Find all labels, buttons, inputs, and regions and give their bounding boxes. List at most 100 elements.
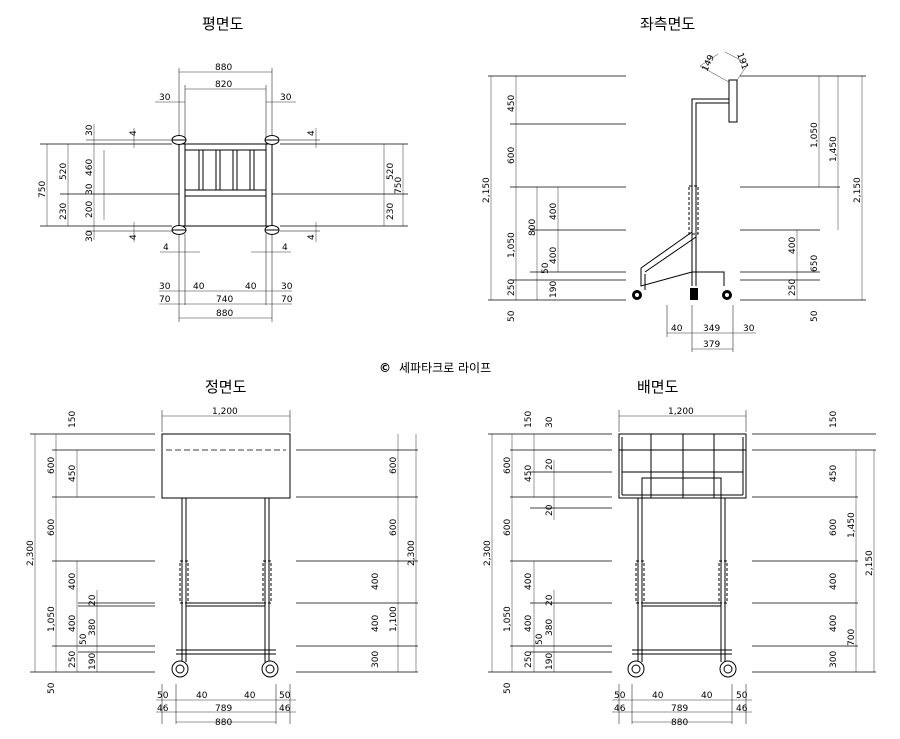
side-dim-bottom-30: 30: [743, 324, 755, 334]
back-dim-bottom-46b: 46: [736, 704, 748, 714]
plan-dim-left-30a: 30: [85, 124, 95, 136]
back-dim-right-700: 700: [847, 629, 857, 646]
plan-dim-right-520: 520: [386, 163, 396, 180]
front-dim-left-2300: 2,300: [26, 540, 36, 566]
front-dim-left-600a: 600: [47, 457, 57, 474]
plan-dim-top-820: 820: [215, 80, 232, 90]
side-dim-left-600: 600: [507, 147, 517, 164]
back-dim-right-400b: 400: [829, 615, 839, 632]
copyright-icon: ©: [379, 361, 391, 375]
front-dim-bottom-46b: 46: [279, 704, 291, 714]
side-dim-right-250: 250: [788, 279, 798, 296]
plan-dim-left-520: 520: [59, 163, 69, 180]
back-dim-bottom-880: 880: [671, 718, 688, 728]
side-dim-left-50a: 50: [541, 262, 551, 274]
back-dim-left-1050: 1,050: [503, 606, 513, 632]
front-dim-bottom-789: 789: [215, 704, 232, 714]
side-dim-left-250: 250: [507, 279, 517, 296]
back-dim-right-1450: 1,450: [847, 512, 857, 538]
back-dim-left-50a: 50: [535, 633, 545, 645]
plan-dim-left-30b: 30: [85, 183, 95, 195]
front-dim-left-250: 250: [68, 651, 78, 668]
back-dim-right-300: 300: [829, 651, 839, 668]
plan-dim-left-200: 200: [85, 201, 95, 218]
plan-dim-bottom-40b: 40: [245, 282, 257, 292]
front-dim-bottom-880: 880: [215, 718, 232, 728]
front-dim-left-400b: 400: [68, 615, 78, 632]
back-dim-bottom-46a: 46: [614, 704, 626, 714]
plan-dim-left-460: 460: [85, 159, 95, 176]
back-dim-left-450: 450: [524, 465, 534, 482]
plan-dim-left-230: 230: [59, 203, 69, 220]
side-dim-left-1050: 1,050: [507, 232, 517, 258]
front-dim-left-450: 450: [68, 465, 78, 482]
plan-dim-bottom-40a: 40: [193, 282, 205, 292]
back-dim-right-400a: 400: [829, 573, 839, 590]
title-plan-view: 평면도: [202, 15, 244, 33]
back-dim-top-1200: 1,200: [668, 407, 694, 417]
plan-dim-top-880: 880: [215, 63, 232, 73]
front-dim-right-600b: 600: [389, 519, 399, 536]
front-dim-bottom-46a: 46: [157, 704, 169, 714]
back-dim-left-20c: 20: [545, 594, 555, 606]
back-dim-bottom-50a: 50: [614, 691, 626, 701]
plan-dim-left-30c: 30: [85, 230, 95, 242]
back-dim-left-400a: 400: [524, 573, 534, 590]
back-dim-left-50b: 50: [503, 682, 513, 694]
back-dim-left-190: 190: [545, 653, 555, 670]
back-dim-left-600a: 600: [503, 457, 513, 474]
back-dim-right-450: 450: [829, 465, 839, 482]
back-dim-bottom-40b: 40: [701, 691, 713, 701]
back-dim-left-400b: 400: [524, 615, 534, 632]
front-dim-right-400a: 400: [371, 573, 381, 590]
title-back-view: 배면도: [637, 378, 679, 396]
back-dim-left-30: 30: [545, 416, 555, 428]
back-dim-left-150: 150: [524, 411, 534, 428]
side-dim-right-1450: 1,450: [829, 136, 839, 162]
side-dim-left-2150: 2,150: [482, 177, 492, 203]
caption-text: 세파타크로 라이프: [399, 361, 491, 375]
plan-dim-bottom-30a: 30: [159, 282, 171, 292]
plan-view: 880 820 30 30 750 520 230 30 460 30 200 …: [38, 63, 408, 322]
front-dim-bottom-50b: 50: [279, 691, 291, 701]
plan-dim-small-4b: 4: [129, 234, 139, 240]
front-dim-right-2300: 2,300: [407, 540, 417, 566]
front-dim-left-190: 190: [88, 653, 98, 670]
back-dim-left-600b: 600: [503, 519, 513, 536]
side-dim-left-190: 190: [549, 281, 559, 298]
front-dim-left-50b: 50: [47, 682, 57, 694]
plan-dim-left-750: 750: [38, 181, 48, 198]
back-view: 1,200 150 30 600 450 20 20 600 2,300 400…: [483, 407, 876, 728]
plan-dim-bottom-880: 880: [216, 309, 233, 319]
side-dim-right-1050: 1,050: [810, 122, 820, 148]
side-dim-top-191: 191: [734, 52, 749, 72]
left-side-view: 149 191 2,150 450 600 1,050 800 400 400 …: [482, 52, 866, 352]
plan-dim-bottom-70b: 70: [281, 295, 293, 305]
plan-dim-right-750: 750: [394, 177, 404, 194]
plan-dim-small-4c: 4: [307, 130, 317, 136]
back-dim-left-20b: 20: [545, 504, 555, 516]
back-dim-left-20a: 20: [545, 458, 555, 470]
back-dim-right-150: 150: [829, 411, 839, 428]
plan-dim-right-230: 230: [386, 203, 396, 220]
side-dim-left-400b: 400: [549, 247, 559, 264]
back-dim-left-380: 380: [545, 619, 555, 636]
side-dim-bottom-379: 379: [703, 340, 720, 350]
plan-dim-small-4d: 4: [307, 234, 317, 240]
front-dim-left-380: 380: [88, 619, 98, 636]
side-dim-bottom-40: 40: [671, 324, 683, 334]
front-dim-left-400a: 400: [68, 573, 78, 590]
plan-dim-top-30a: 30: [159, 93, 171, 103]
front-dim-left-600b: 600: [47, 519, 57, 536]
back-dim-bottom-789: 789: [671, 704, 688, 714]
back-dim-bottom-40a: 40: [652, 691, 664, 701]
front-dim-bottom-40a: 40: [196, 691, 208, 701]
side-dim-left-400a: 400: [549, 203, 559, 220]
side-dim-left-50b: 50: [507, 310, 517, 322]
front-dim-right-1100: 1,100: [389, 606, 399, 632]
front-view: 1,200 150 600 450 600 2,300 400 20 1,050…: [26, 407, 418, 728]
plan-dim-bottom-740: 740: [216, 295, 233, 305]
side-dim-right-2150: 2,150: [853, 177, 863, 203]
plan-dim-bottom-30b: 30: [281, 282, 293, 292]
